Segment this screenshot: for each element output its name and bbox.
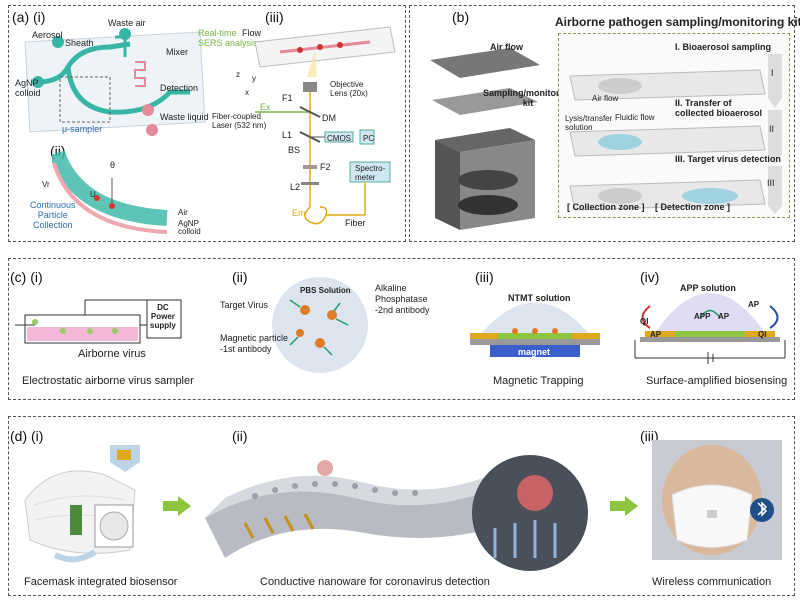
panel-c-iii-label: (iii): [475, 269, 494, 285]
magnetic-trapping-diagram: [470, 302, 600, 357]
axis-y-label: y: [252, 74, 256, 83]
immunoassay-diagram: [272, 277, 368, 373]
ap-center-label: AP: [718, 312, 730, 321]
electrostatic-caption: Electrostatic airborne virus sampler: [22, 375, 194, 387]
qi-left-label: QI: [640, 317, 649, 326]
agnp-colloid-label: AgNP colloid: [178, 219, 201, 236]
wireless-mask-image: [652, 440, 782, 560]
biosensing-diagram: [634, 293, 786, 364]
f1-label: F1: [282, 93, 293, 103]
axis-z-label: z: [236, 70, 240, 79]
panel-d: [8, 416, 795, 596]
biosensing-caption: Surface-amplified biosensing: [646, 375, 788, 387]
ex-label: Ex: [260, 102, 271, 112]
fiber-label: Fiber: [345, 218, 366, 228]
app-solution-label: APP solution: [680, 283, 736, 293]
mixer-label: Mixer: [166, 47, 188, 57]
l2-label: L2: [290, 182, 301, 192]
spectrometer-label: Spectro- meter: [355, 164, 386, 182]
magnetic-particle-label: Magnetic particle -1st antibody: [220, 333, 289, 354]
air-flow-2-label: Air flow: [592, 94, 619, 103]
flow-label: Flow: [242, 28, 262, 38]
panel-c-label: (c) (i): [10, 269, 43, 285]
sampling-kit-diagram: [430, 48, 540, 230]
magnet-label: magnet: [518, 347, 551, 357]
l1-label: L1: [282, 130, 293, 140]
facemask-sensor-image: [24, 445, 140, 563]
air-label: Air: [178, 208, 188, 217]
panel-b-title: Airborne pathogen sampling/monitoring ki…: [555, 15, 800, 29]
magnetic-trapping-caption: Magnetic Trapping: [493, 375, 584, 387]
nanowire-sensor-image: [205, 455, 588, 571]
sheath-label: Sheath: [65, 38, 94, 48]
airborne-virus-label: Airborne virus: [78, 348, 146, 360]
bs-label: BS: [288, 145, 301, 155]
app-center-label: APP: [694, 312, 711, 321]
em-label: Em: [292, 208, 306, 218]
pbs-label: PBS Solution: [300, 286, 351, 295]
fluidic-flow-label: Fluidic flow: [615, 113, 655, 122]
wireless-caption: Wireless communication: [652, 576, 772, 588]
step1-label: I. Bioaerosol sampling: [675, 42, 772, 52]
roman-2-label: II: [769, 124, 775, 134]
panel-d-ii-label: (ii): [232, 428, 248, 444]
ap-left-label: AP: [650, 330, 662, 339]
dm-label: DM: [322, 113, 336, 123]
aerosol-label: Aerosol: [32, 30, 63, 40]
ntmt-label: NTMT solution: [508, 293, 571, 303]
waste-air-label: Waste air: [108, 18, 146, 28]
ap-right-label: AP: [748, 300, 760, 309]
panel-b: [409, 5, 795, 242]
laser-label: Fiber-coupled Laser (532 nm): [212, 112, 267, 130]
facemask-caption: Facemask integrated biosensor: [24, 576, 178, 588]
lysis-label: Lysis/transfer solution: [565, 114, 613, 132]
pc-label: PC: [363, 134, 375, 143]
panel-c: [8, 258, 795, 400]
step2-label: II. Transfer of collected bioaerosol: [675, 98, 763, 118]
panel-c-ii-label: (ii): [232, 269, 248, 285]
panel-b-label: (b): [452, 9, 470, 25]
step3-label: III. Target virus detection: [675, 154, 781, 164]
waste-liquid-label: Waste liquid: [160, 112, 209, 122]
qi-right-label: QI: [758, 330, 767, 339]
detection-zone-label: [ Detection zone ]: [655, 202, 731, 212]
optical-setup-diagram: [254, 26, 396, 225]
roman-1-label: I: [771, 68, 774, 78]
objective-label: Objective Lens (20x): [330, 80, 368, 98]
electrostatic-sampler-diagram: [15, 299, 182, 344]
nanowire-caption: Conductive nanoware for coronavirus dete…: [260, 576, 490, 588]
panel-a-iii-label: (iii): [265, 9, 284, 25]
f2-label: F2: [320, 162, 331, 172]
panel-c-iv-label: (iv): [640, 269, 660, 285]
panel-d-label: (d) (i): [10, 428, 44, 444]
curved-channel-diagram: [52, 150, 168, 234]
sampler-label: μ-sampler: [62, 124, 103, 134]
dc-power-label: DC Power supply: [150, 303, 176, 330]
kit-steps-illustration: [569, 54, 782, 214]
microfluidic-chip-diagram: [24, 28, 206, 136]
air-flow-label: Air flow: [490, 42, 523, 52]
kit-label: Sampling/monitoring kit: [483, 88, 573, 108]
panel-a: [8, 5, 406, 242]
u-label: U: [90, 190, 96, 199]
axis-x-label: x: [245, 88, 249, 97]
alkaline-label: Alkaline Phosphatase -2nd antibody: [375, 283, 430, 315]
agnp-label: AgNP colloid: [15, 78, 41, 98]
roman-3-label: III: [767, 178, 775, 188]
continuous-collection-label: Continuous Particle Collection: [30, 200, 76, 230]
vr-label: Vr: [42, 180, 50, 189]
collection-zone-label: [ Collection zone ]: [567, 202, 645, 212]
realtime-sers-label: Real-time SERS analysis: [198, 28, 258, 48]
arrow-2: [610, 496, 638, 516]
theta-label: θ: [110, 160, 116, 170]
target-virus-label: Target Virus: [220, 300, 268, 310]
detection-label: Detection: [160, 83, 199, 93]
arrow-1: [163, 496, 191, 516]
cmos-label: CMOS: [327, 134, 351, 143]
panel-a-label: (a) (i): [12, 9, 46, 25]
